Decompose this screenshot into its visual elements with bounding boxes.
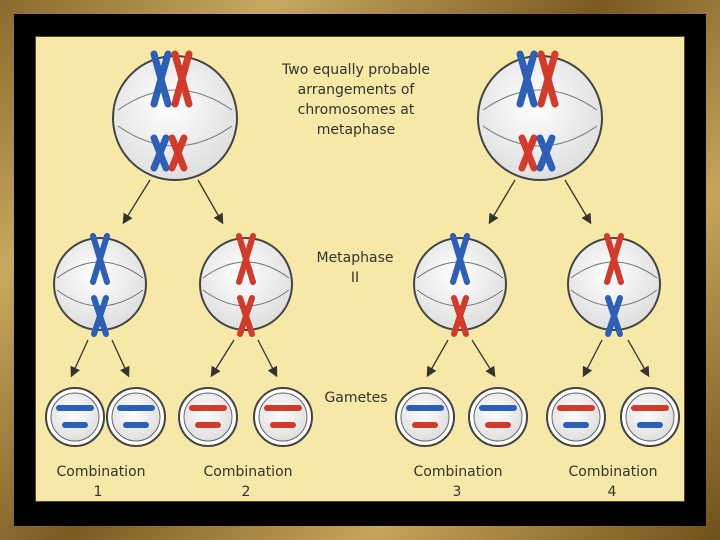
gamete-cell xyxy=(395,387,455,447)
title-line: metaphase xyxy=(317,122,396,138)
metaphase2-cell-1 xyxy=(53,233,147,337)
title-line: arrangements of xyxy=(298,82,416,98)
chromosome-blue xyxy=(516,50,538,108)
metaphase2-cell-2 xyxy=(199,233,293,337)
chromosome-red xyxy=(537,50,559,108)
metaphase1-cell-right xyxy=(477,50,603,181)
combination-number: 2 xyxy=(242,484,251,500)
gamete-cell xyxy=(468,387,528,447)
combination-number: 3 xyxy=(453,484,462,500)
arrows-level1 xyxy=(122,179,592,225)
combination-number: 1 xyxy=(94,484,103,500)
arrows-level2 xyxy=(70,339,650,378)
combination-word: Combination xyxy=(413,464,502,480)
metaphase2-cell-4 xyxy=(567,233,661,337)
chromosome-blue xyxy=(536,134,556,172)
combination-word: Combination xyxy=(56,464,145,480)
gamete-cell xyxy=(178,387,238,447)
chromosome-red xyxy=(171,50,193,108)
title-label: Two equally probable arrangements of chr… xyxy=(281,62,430,138)
gamete-cell xyxy=(546,387,606,447)
gamete-cell xyxy=(45,387,105,447)
gamete-cell xyxy=(106,387,166,447)
gamete-cell xyxy=(620,387,680,447)
title-line: chromosomes at xyxy=(298,102,415,118)
metaphase2-cell-3 xyxy=(413,233,507,337)
gamete-cell xyxy=(253,387,313,447)
chromosome-red xyxy=(168,134,188,172)
metaphase2-line: II xyxy=(351,270,359,286)
combination-number: 4 xyxy=(608,484,617,500)
chromosome-blue xyxy=(150,50,172,108)
combination-word: Combination xyxy=(203,464,292,480)
metaphase1-cell-left xyxy=(112,50,238,181)
chromosome-blue xyxy=(150,134,170,172)
title-line: Two equally probable xyxy=(281,62,430,78)
metaphase2-label: Metaphase II xyxy=(316,250,393,286)
gametes-label: Gametes xyxy=(324,390,387,406)
combination-word: Combination xyxy=(568,464,657,480)
combination-labels: Combination 1 Combination 2 Combination … xyxy=(56,464,657,500)
gametes-row xyxy=(45,387,680,447)
metaphase2-line: Metaphase xyxy=(316,250,393,266)
chromosome-red xyxy=(518,134,538,172)
